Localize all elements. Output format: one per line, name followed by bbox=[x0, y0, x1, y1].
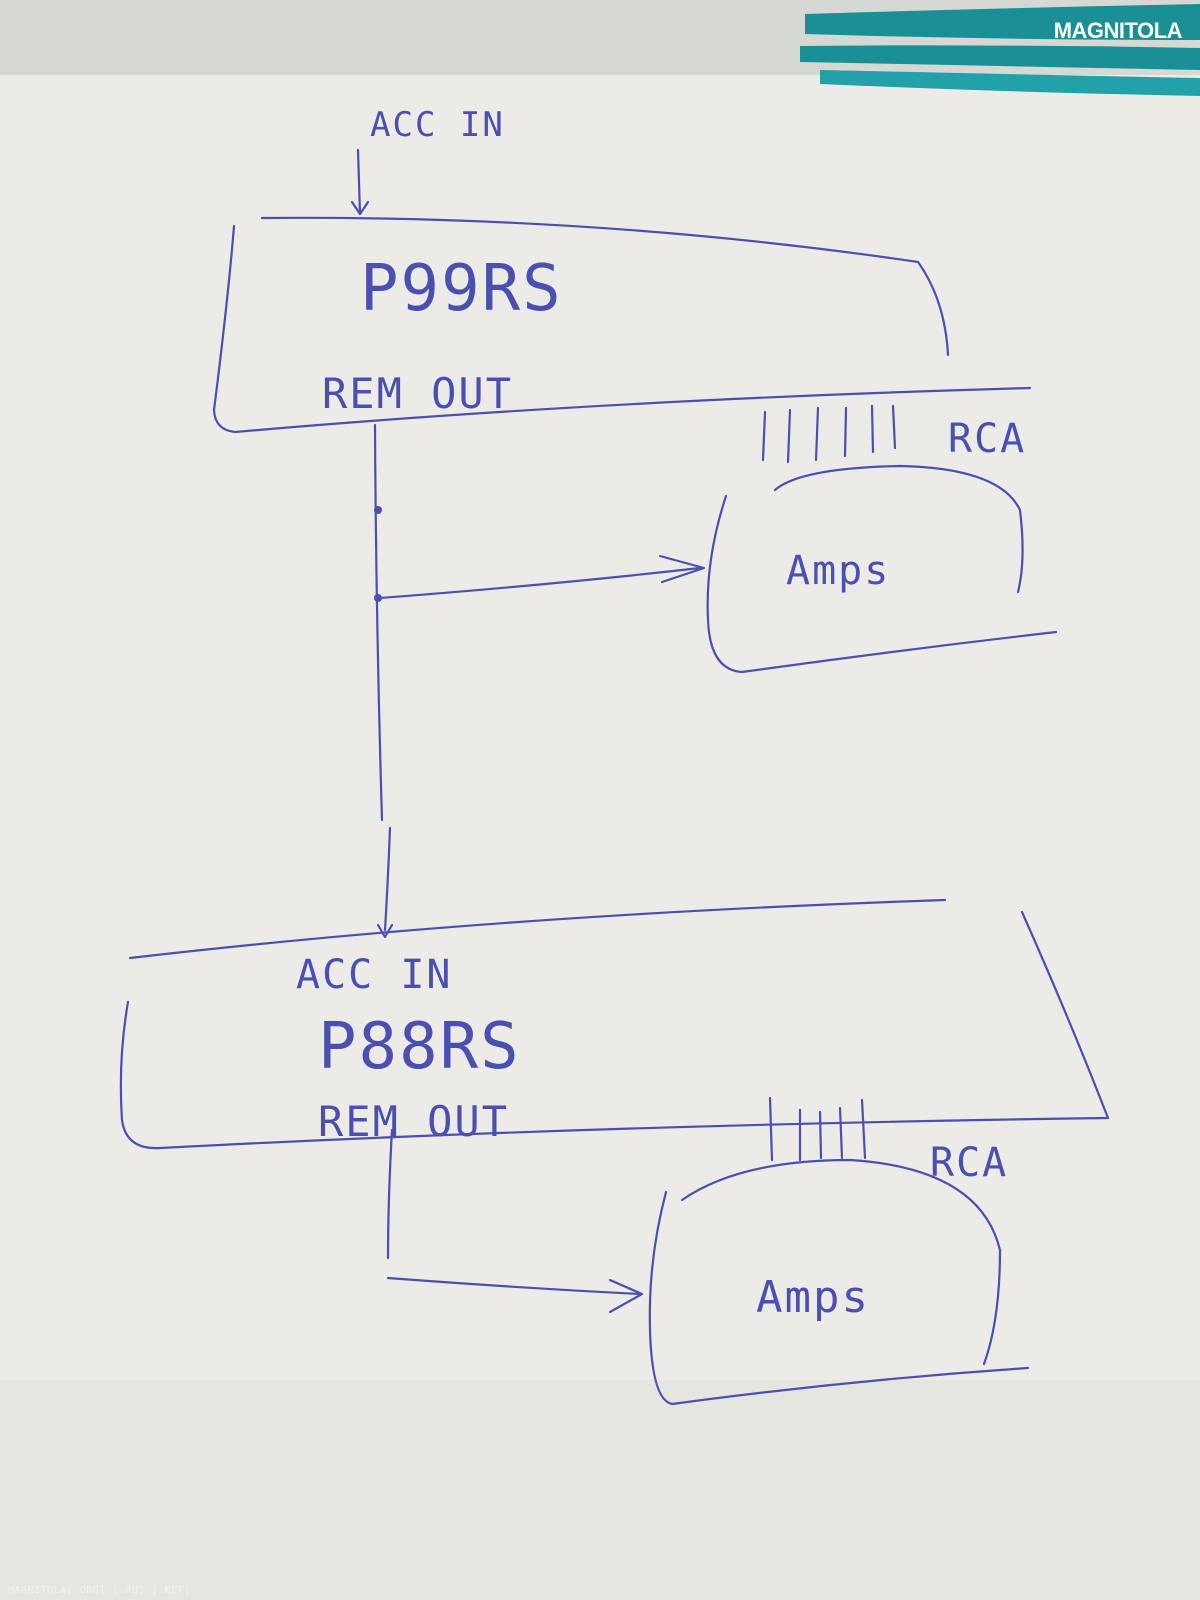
top-unit-box bbox=[212, 216, 1032, 434]
top-rca-lines bbox=[761, 404, 897, 464]
bottom-rem-out-label: REM OUT bbox=[318, 1097, 509, 1146]
paper-sheet bbox=[0, 75, 1200, 1600]
paper-shadow bbox=[0, 1380, 1200, 1600]
bottom-acc-in-label: ACC IN bbox=[296, 952, 453, 998]
bottom-unit-model: P88RS bbox=[318, 1010, 521, 1084]
remote-wire bbox=[373, 423, 394, 939]
watermark-logo: MAGNITOLA bbox=[1053, 18, 1183, 43]
top-unit-model: P99RS bbox=[360, 252, 563, 326]
bottom-amp-box bbox=[648, 1158, 1030, 1406]
pen-icon bbox=[800, 4, 1200, 96]
top-acc-in-label: ACC IN bbox=[370, 105, 505, 145]
bottom-rca-label: RCA bbox=[930, 1140, 1008, 1186]
top-rca-label: RCA bbox=[948, 416, 1026, 462]
top-rem-out-label: REM OUT bbox=[322, 369, 513, 418]
bottom-amp-wire bbox=[386, 1128, 644, 1314]
bottom-amp-label: Amps bbox=[756, 1272, 870, 1323]
watermark-caption: MAGNITOLA[.ORG] [.RU] [.NET] bbox=[8, 1585, 191, 1596]
top-amp-label: Amps bbox=[786, 548, 890, 594]
top-acc-in-arrow bbox=[350, 148, 370, 216]
bottom-rca-lines bbox=[768, 1096, 867, 1162]
top-amp-box bbox=[706, 464, 1058, 674]
top-amp-arrow bbox=[378, 554, 706, 600]
